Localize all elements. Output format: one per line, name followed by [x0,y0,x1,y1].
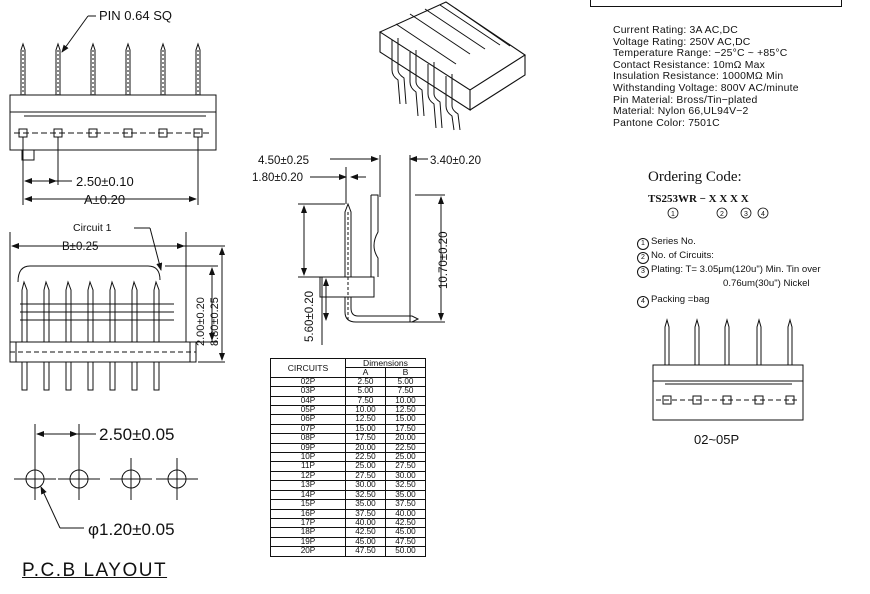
pcb-hole-label: φ1.20±0.05 [88,520,175,539]
cell-b: 50.00 [385,546,426,557]
cell-b: 27.50 [385,461,426,472]
spec-temperature: Temperature Range: −25°C ~ +85°C [613,48,788,60]
dim-a-label: A±0.20 [84,192,125,207]
spec-contact-resistance: Contact Resistance: 10mΩ Max [613,59,765,71]
cell-circuits: 08P [270,433,346,444]
circuit1-label: Circuit 1 [73,222,112,234]
th-dimensions: Dimensions [345,357,426,369]
cell-circuits: 16P [270,508,346,519]
ordering-code: TS253WR − X X X X [648,193,749,205]
cell-b: 32.50 [385,480,426,491]
small-front-view [652,318,804,421]
cell-a: 42.50 [345,527,386,538]
cell-b: 45.00 [385,527,426,538]
range-label: 02~05P [694,432,740,447]
cell-circuits: 06P [270,414,346,425]
cell-b: 15.00 [385,414,426,425]
dim-880-label: 8.80±0.25 [209,297,221,346]
cell-a: 37.50 [345,508,386,519]
isometric-view [378,1,527,131]
ordering-title: Ordering Code: [648,169,742,185]
dim-200-label: 2.00±0.20 [195,297,207,346]
cell-b: 20.00 [385,433,426,444]
cell-circuits: 15P [270,499,346,510]
pin-size-label: PIN 0.64 SQ [99,8,172,23]
spec-pin-material: Pin Material: Bross/Tin−plated [613,94,758,106]
spec-current: Current Rating: 3A AC,DC [613,25,738,36]
spec-insulation: Insulation Resistance: 1000MΩ Min [613,71,784,83]
legend-item: 0.76um(30u") Nickel [723,278,810,289]
cell-b: 7.50 [385,386,426,397]
side-view [298,155,445,345]
cell-a: 35.00 [345,499,386,510]
cell-circuits: 13P [270,480,346,491]
th-b: B [385,367,426,378]
spec-withstanding: Withstanding Voltage: 800V AC/minute [613,82,799,94]
side-dim-340: 3.40±0.20 [430,155,481,167]
top-table-fragment [590,0,842,7]
pcb-pitch-label: 2.50±0.05 [99,425,175,444]
spec-list: Current Rating: 3A AC,DC Voltage Rating:… [613,25,799,129]
spec-material: Material: Nylon 66,UL94V−2 [613,106,749,118]
cell-b: 40.00 [385,508,426,519]
cell-b: 37.50 [385,499,426,510]
cell-a: 17.50 [345,433,386,444]
side-dim-560: 5.60±0.20 [304,291,316,342]
cell-circuits: 11P [270,461,346,472]
cell-circuits: 20P [270,546,346,557]
cell-circuits: 03P [270,386,346,397]
dim-b-label: B±0.25 [62,241,98,253]
side-dim-180: 1.80±0.20 [252,172,303,184]
pcb-layout [14,424,198,529]
side-dim-450: 4.50±0.25 [258,155,309,167]
pcb-layout-title: P.C.B LAYOUT [22,560,168,581]
cell-a: 12.50 [345,414,386,425]
cell-a: 5.00 [345,386,386,397]
cell-a: 47.50 [345,546,386,557]
cell-a: 30.00 [345,480,386,491]
cell-a: 25.00 [345,461,386,472]
side-dim-1070: 10.70±0.20 [438,232,450,289]
th-circuits: CIRCUITS [270,358,346,378]
front-view [9,15,217,205]
cell-circuits: 18P [270,527,346,538]
th-a: A [345,367,386,378]
top-view [9,227,225,391]
spec-voltage: Voltage Rating: 250V AC,DC [613,36,751,48]
spec-pantone: Pantone Color: 7501C [613,117,720,129]
pitch-label: 2.50±0.10 [76,174,134,189]
